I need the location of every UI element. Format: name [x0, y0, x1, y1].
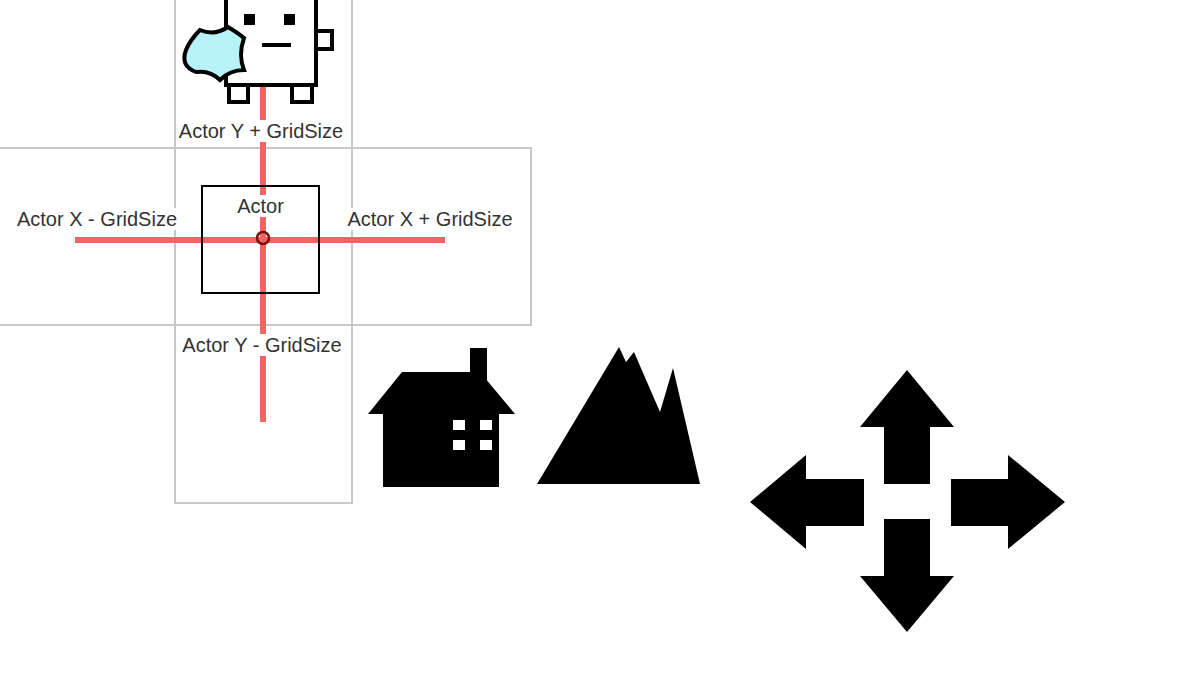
character-eye [284, 14, 295, 25]
character-mouth [262, 43, 291, 47]
mountain-icon [537, 347, 700, 484]
move-arrows-icon [750, 370, 1065, 632]
grid-cell [0, 148, 175, 325]
house-window [453, 420, 465, 430]
arrow-up [860, 370, 954, 484]
offset-label: Actor X - GridSize [16, 208, 178, 230]
character-icon [184, 0, 332, 102]
offset-label: Actor Y - GridSize [181, 334, 342, 356]
node-label: Actor [235, 195, 286, 217]
axis-cross [75, 85, 445, 422]
grid-cell [352, 148, 531, 325]
house-window [480, 440, 492, 450]
house-window [480, 420, 492, 430]
house-window [453, 440, 465, 450]
character-eye [244, 14, 255, 25]
offset-label: Actor X + GridSize [346, 208, 513, 230]
house-wall [383, 412, 499, 487]
character-shield [184, 27, 244, 80]
origin-dot [257, 232, 269, 244]
arrow-right [951, 455, 1065, 549]
arrow-down [860, 519, 954, 632]
character-arm [316, 31, 332, 49]
actor-box: Actor [201, 185, 320, 294]
offset-label: Actor Y + GridSize [178, 120, 344, 142]
arrow-left [750, 455, 864, 549]
house-roof [368, 372, 515, 414]
house-icon [368, 348, 515, 487]
